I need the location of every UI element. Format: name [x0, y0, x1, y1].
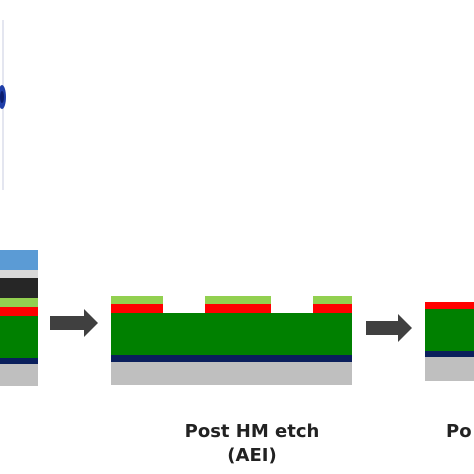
stack-right-cropped: [425, 302, 474, 381]
patterned-red-3: [313, 304, 352, 313]
layer-dark-navy: [0, 358, 38, 364]
patterned-light-green-3: [313, 296, 352, 304]
layer-green: [425, 309, 474, 351]
stack-post-hm-etch: [111, 296, 352, 385]
stage-caption-next-cropped: Po: [446, 420, 474, 444]
caption-line-2: (AEI): [227, 445, 277, 466]
patterned-light-green-1: [111, 296, 163, 304]
patterned-light-green-2: [205, 296, 271, 304]
stage-caption-post-hm-etch: Post HM etch (AEI): [168, 420, 336, 468]
layer-dark-navy: [111, 355, 352, 362]
layer-gray: [111, 362, 352, 385]
layer-light-blue: [0, 250, 38, 270]
caption-line-1: Po: [446, 421, 472, 442]
layer-green: [0, 316, 38, 358]
layer-light-gray: [0, 270, 38, 278]
layer-black: [0, 278, 38, 298]
arrow-shaft: [366, 321, 400, 335]
caption-line-1: Post HM etch: [184, 421, 320, 442]
top-left-figure-fragment: [0, 20, 6, 190]
layer-green: [111, 313, 352, 355]
layer-gray: [425, 357, 474, 381]
arrow-shaft: [50, 316, 86, 330]
stack-left-cropped: [0, 250, 38, 386]
layer-light-green: [0, 298, 38, 307]
layer-red: [425, 302, 474, 309]
layer-gray: [0, 364, 38, 386]
layer-dark-navy: [425, 351, 474, 357]
process-arrow-1: [50, 309, 98, 337]
patterned-red-1: [111, 304, 163, 313]
process-arrow-2: [366, 314, 412, 342]
arrow-head: [398, 314, 412, 342]
layer-red: [0, 307, 38, 316]
arrow-head: [84, 309, 98, 337]
patterned-red-2: [205, 304, 271, 313]
fragment-blue-blob-core: [0, 91, 4, 103]
